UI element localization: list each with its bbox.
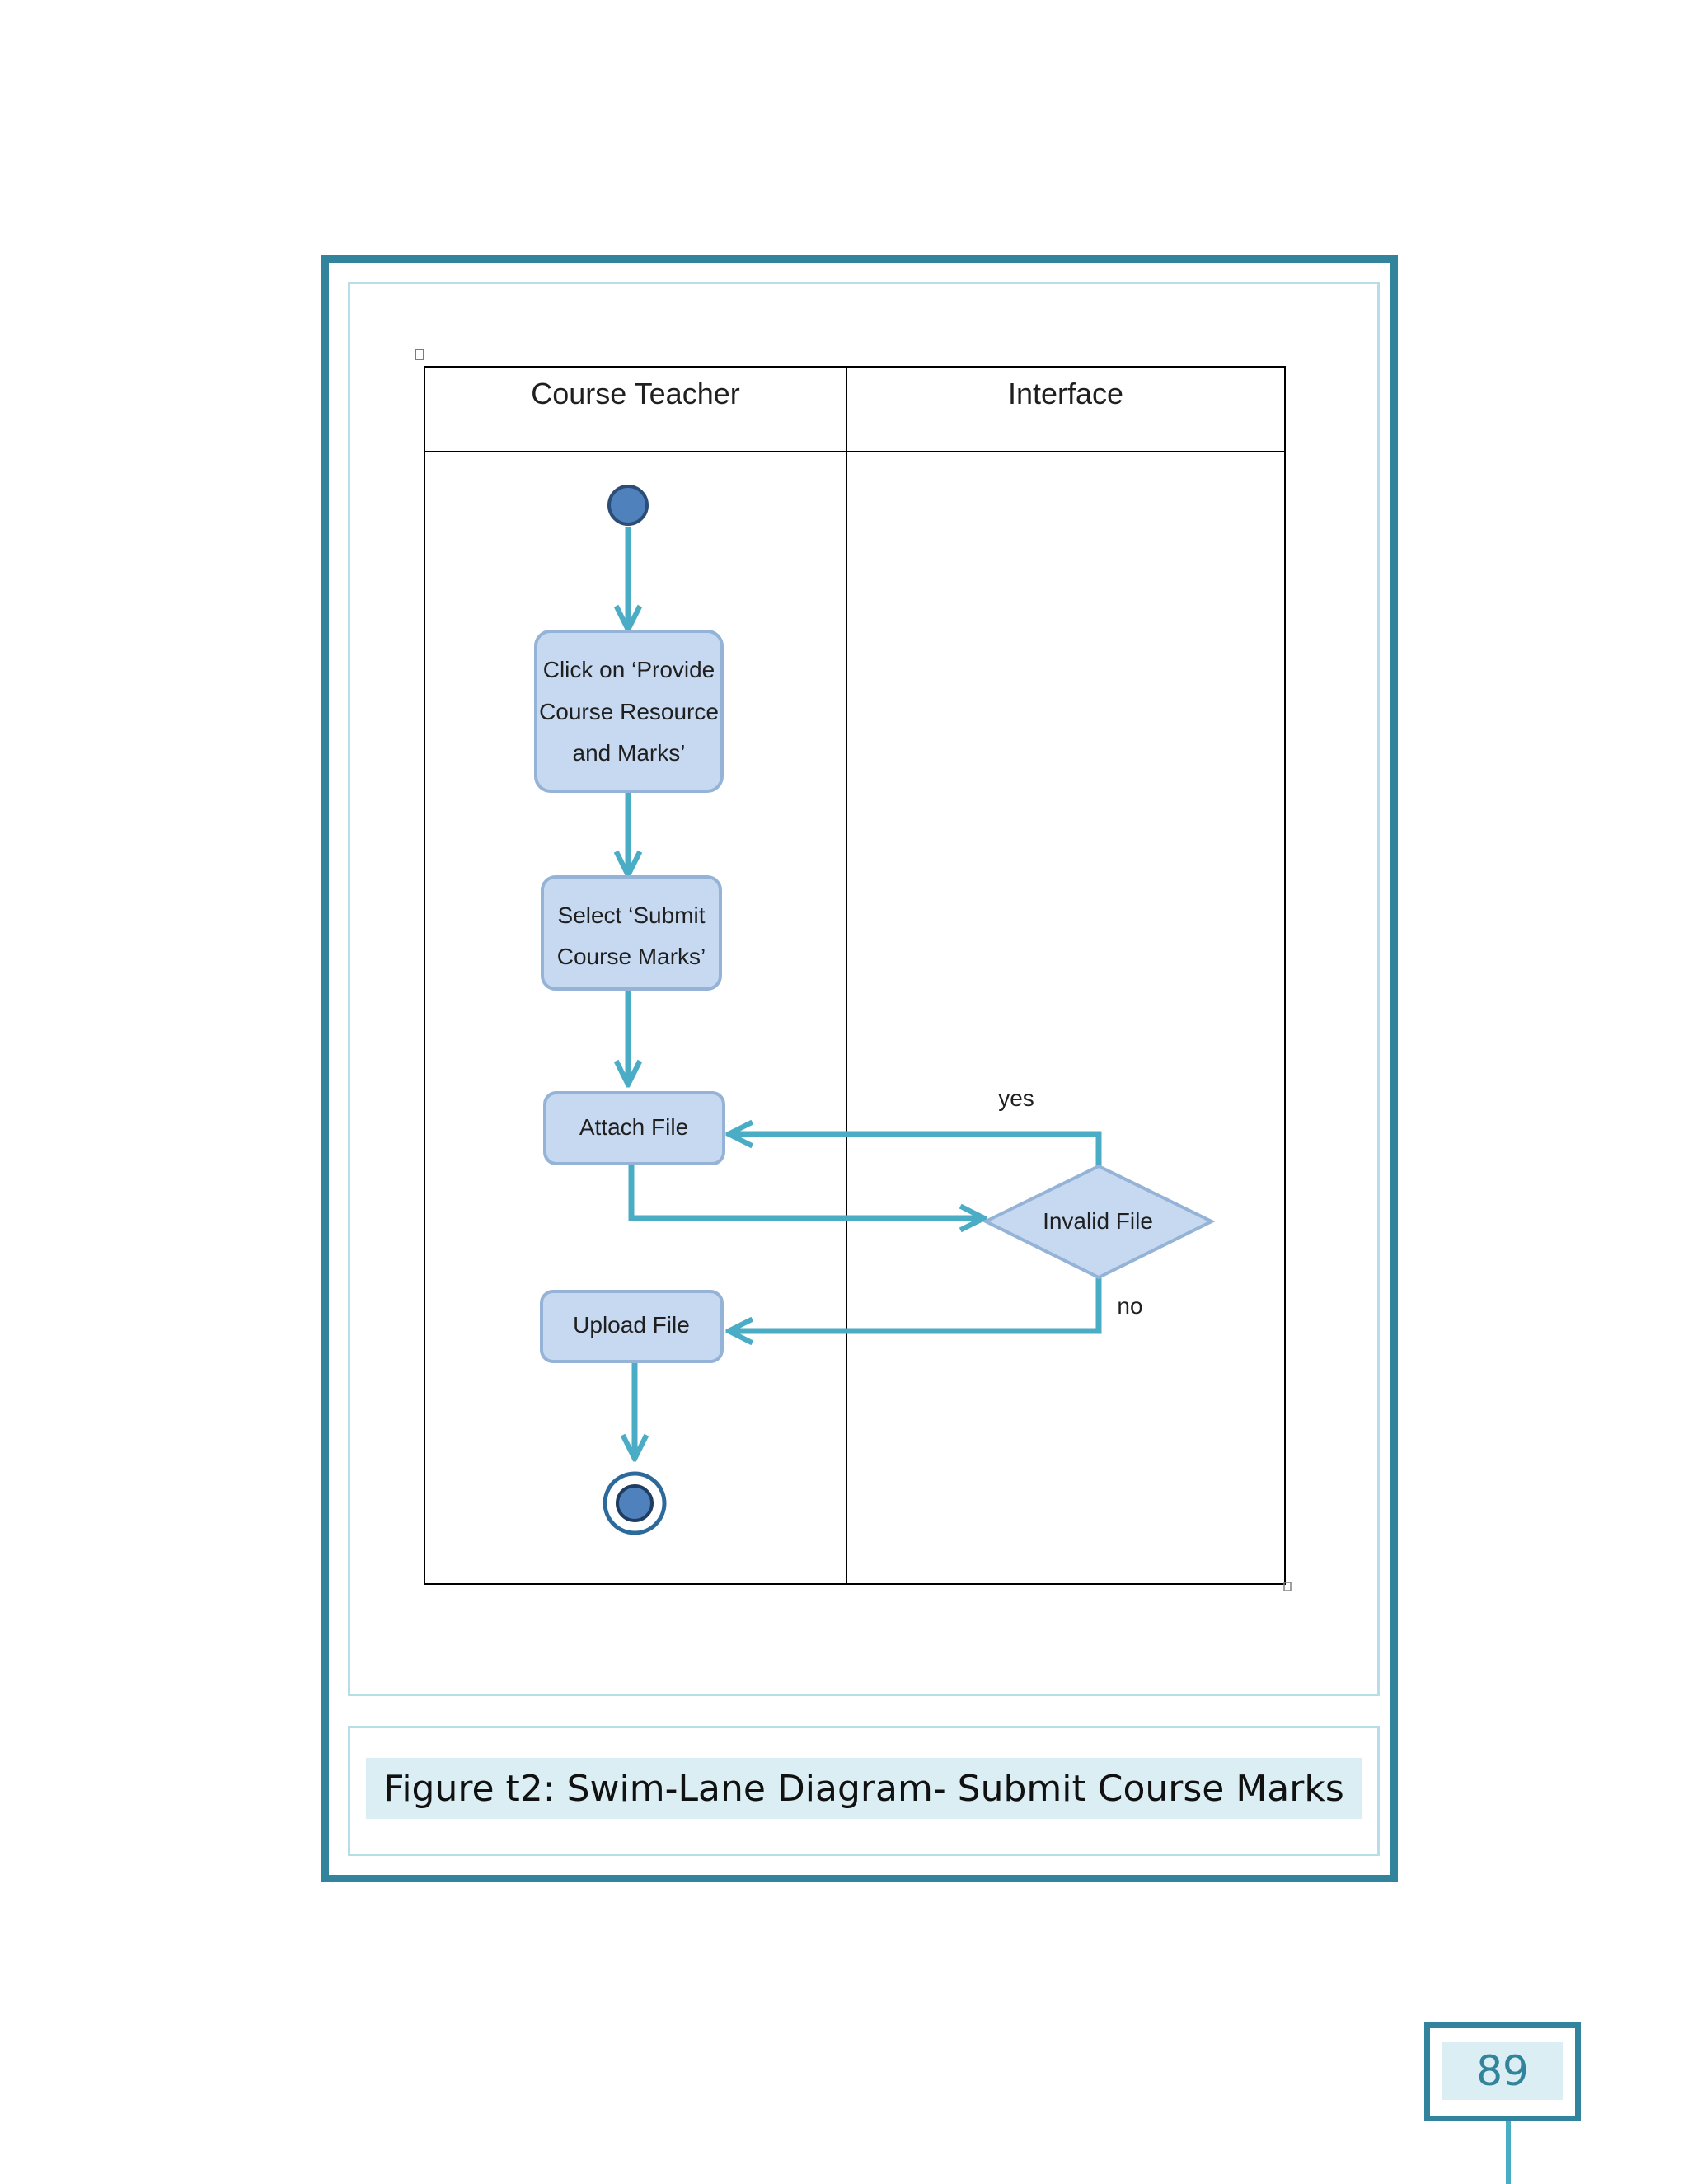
edge-decision-yes-to-attach (729, 1134, 1102, 1166)
edge-label-no: no (1117, 1293, 1142, 1319)
svg-text:Upload File: Upload File (573, 1312, 690, 1338)
lane-header-interface: Interface (1008, 377, 1123, 410)
figure-caption: Figure t2: Swim-Lane Diagram- Submit Cou… (366, 1758, 1362, 1819)
action-upload-file: Upload File (540, 1290, 724, 1363)
svg-text:Attach File: Attach File (579, 1114, 688, 1140)
action-select-submit-course-marks: Select ‘Submit Course Marks’ (541, 875, 722, 991)
page-number: 89 (1442, 2042, 1563, 2100)
anchor-mark (415, 349, 424, 360)
decision-invalid-file: Invalid File (982, 1164, 1216, 1280)
svg-text:Course Resource: Course Resource (539, 699, 719, 724)
edge-attach-to-decision (628, 1164, 984, 1218)
svg-text:Click on ‘Provide: Click on ‘Provide (543, 657, 715, 682)
svg-text:Invalid File: Invalid File (1043, 1208, 1153, 1234)
action-provide-course-resource: Click on ‘Provide Course Resource and Ma… (534, 630, 724, 793)
page-number-tail (1506, 2121, 1511, 2184)
edge-decision-no-to-upload (729, 1277, 1102, 1331)
edge-label-yes: yes (998, 1085, 1034, 1111)
action-attach-file: Attach File (543, 1091, 725, 1165)
table-corner-handle (1283, 1582, 1292, 1591)
svg-text:Select ‘Submit: Select ‘Submit (558, 902, 706, 928)
svg-text:Course Marks’: Course Marks’ (557, 944, 706, 969)
lane-header-course-teacher: Course Teacher (531, 377, 739, 410)
start-node (607, 485, 649, 526)
end-node (603, 1471, 667, 1535)
svg-text:and Marks’: and Marks’ (573, 740, 686, 766)
